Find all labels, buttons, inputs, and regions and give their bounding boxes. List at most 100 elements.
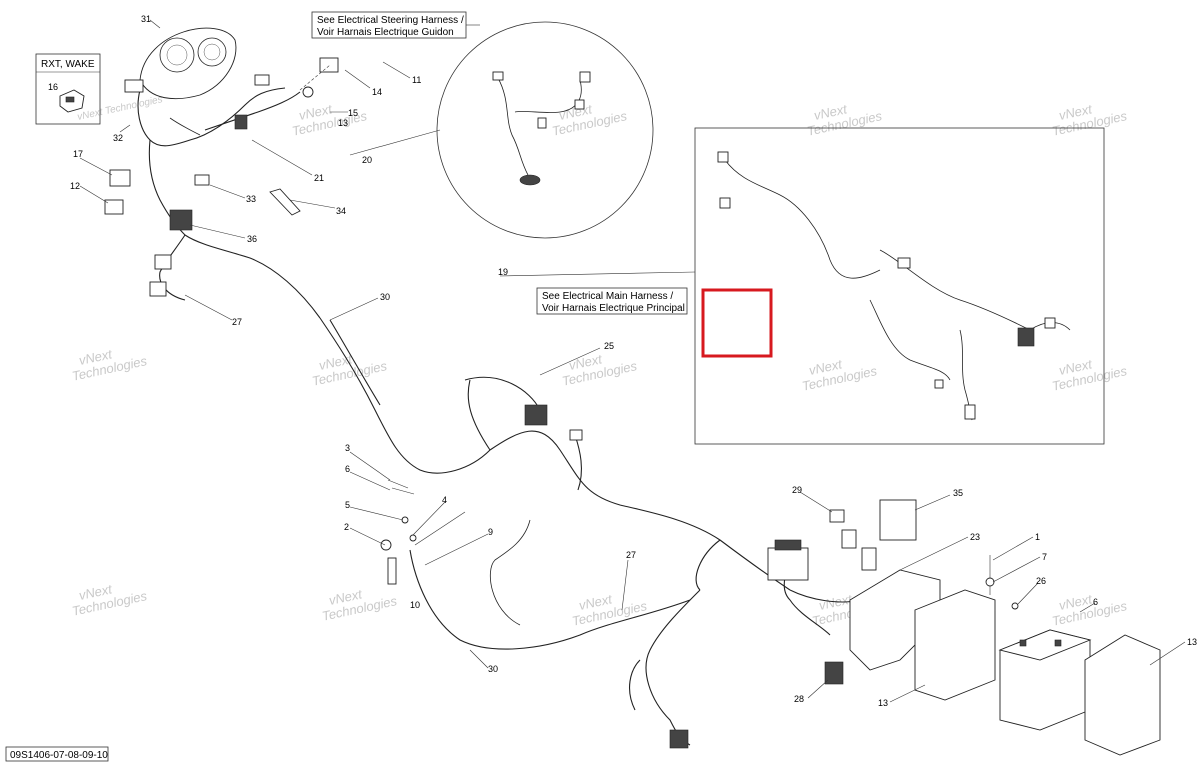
diagram-code: 09S1406-07-08-09-10 xyxy=(10,750,108,761)
main-detail-connector xyxy=(719,197,731,209)
callout-2: 2 xyxy=(344,522,349,532)
callout-16: 16 xyxy=(48,82,58,92)
callout-29: 29 xyxy=(792,485,802,495)
callout-35: 35 xyxy=(953,488,963,498)
callout-34: 34 xyxy=(336,206,346,216)
connector-20 xyxy=(254,74,270,86)
relay-17 xyxy=(109,169,131,187)
callout-32: 32 xyxy=(113,133,123,143)
callout-6: 6 xyxy=(345,464,350,474)
callout-14: 14 xyxy=(372,87,382,97)
steering-note-line2: Voir Harnais Electrique Guidon xyxy=(317,27,454,38)
callout-13c: 13 xyxy=(1187,637,1197,647)
callout-23: 23 xyxy=(970,532,980,542)
callout-25: 25 xyxy=(604,341,614,351)
watermark-line1: vNext xyxy=(298,101,335,123)
watermark-line1: vNext xyxy=(78,346,115,368)
callout-27: 27 xyxy=(232,317,242,327)
watermark-small-text: vNext Technologies xyxy=(76,94,163,123)
fuse-box-part xyxy=(767,547,809,581)
callout-3: 3 xyxy=(345,443,350,453)
connector-rear xyxy=(669,729,689,749)
connector-27b xyxy=(149,281,167,297)
callout-9: 9 xyxy=(488,527,493,537)
callout-10: 10 xyxy=(410,600,420,610)
connector-27 xyxy=(154,254,172,270)
main-detail-connector xyxy=(1044,317,1056,329)
battery-tray-13 xyxy=(914,589,996,701)
callout-6b: 6 xyxy=(1093,597,1098,607)
callout-30: 30 xyxy=(380,292,390,302)
callout-31: 31 xyxy=(141,14,151,24)
steering-connector xyxy=(537,117,547,129)
steering-wire-a xyxy=(497,77,529,176)
watermark-line1: vNext xyxy=(558,101,595,123)
connector-25 xyxy=(524,404,548,426)
module-35 xyxy=(879,499,917,541)
steering-note-line1: See Electrical Steering Harness / xyxy=(317,15,464,26)
main-detail-connector xyxy=(717,151,729,163)
terminals-3-6 xyxy=(387,479,415,495)
fuse-box-cover xyxy=(774,539,802,551)
callout-13: 13 xyxy=(338,118,348,128)
battery-assembly xyxy=(849,555,1161,756)
main-detail-connector xyxy=(964,404,976,420)
callout-33: 33 xyxy=(246,194,256,204)
callout-5: 5 xyxy=(345,500,350,510)
relay-28 xyxy=(824,661,844,685)
callout-1: 1 xyxy=(1035,532,1040,542)
watermark-line1: vNext xyxy=(1058,591,1095,613)
callout-15: 15 xyxy=(348,108,358,118)
battery-top xyxy=(998,629,1092,661)
watermark-line1: vNext xyxy=(1058,101,1095,123)
battery-cover-13 xyxy=(1084,634,1161,756)
variant-label: RXT, WAKE xyxy=(41,59,95,70)
callout-30b: 30 xyxy=(488,664,498,674)
watermark-line1: vNext xyxy=(813,101,850,123)
main-harness-note: See Electrical Main Harness / Voir Harna… xyxy=(499,127,1105,445)
watermark-line1: vNext xyxy=(808,356,845,378)
connector-upper xyxy=(569,429,583,441)
watermark-line1: vNext xyxy=(578,591,615,613)
callout-12: 12 xyxy=(70,181,80,191)
steering-wire-b xyxy=(514,79,582,113)
steering-harness-note: See Electrical Steering Harness / Voir H… xyxy=(311,11,654,239)
watermark-line1: vNext xyxy=(1058,356,1095,378)
main-detail-connector xyxy=(897,257,911,269)
highlight-rectangle xyxy=(701,288,773,358)
leader-lines xyxy=(79,19,1186,703)
callout-27b: 27 xyxy=(626,550,636,560)
steering-connector xyxy=(579,71,591,83)
connector-21 xyxy=(234,114,248,130)
callout-21: 21 xyxy=(314,173,324,183)
steering-connector xyxy=(492,71,504,81)
connector-23b xyxy=(861,547,877,571)
connector-32 xyxy=(124,79,144,93)
front-harness xyxy=(104,57,491,474)
washer-7-part xyxy=(985,577,995,587)
callout-20: 20 xyxy=(362,155,372,165)
callout-11: 11 xyxy=(412,75,421,85)
callout-7: 7 xyxy=(1042,552,1047,562)
callout-19: 19 xyxy=(498,267,508,277)
callout-labels: 31 16 11 14 15 13 32 20 17 12 21 33 34 3… xyxy=(48,14,1197,708)
module-36 xyxy=(169,209,193,231)
switch-12 xyxy=(104,199,124,215)
bolt-2-part xyxy=(387,557,397,585)
battery-terminal xyxy=(1054,639,1062,647)
connector-29 xyxy=(829,509,845,523)
main-detail-wire xyxy=(869,299,951,381)
main-note-line1: See Electrical Main Harness / xyxy=(542,291,673,302)
watermark-layer: vNext Technologies vNext Technologies vN… xyxy=(71,94,1129,629)
nut-26-part xyxy=(1011,602,1019,610)
connector-23 xyxy=(841,529,857,549)
watermark-line1: vNext xyxy=(328,586,365,608)
callout-26: 26 xyxy=(1036,576,1046,586)
steering-connector xyxy=(574,99,585,110)
fuse-holder-34 xyxy=(269,188,301,216)
main-note-line2: Voir Harnais Electrique Principal xyxy=(542,303,685,314)
battery-terminal xyxy=(1019,639,1027,647)
grommet-13 xyxy=(302,86,314,98)
